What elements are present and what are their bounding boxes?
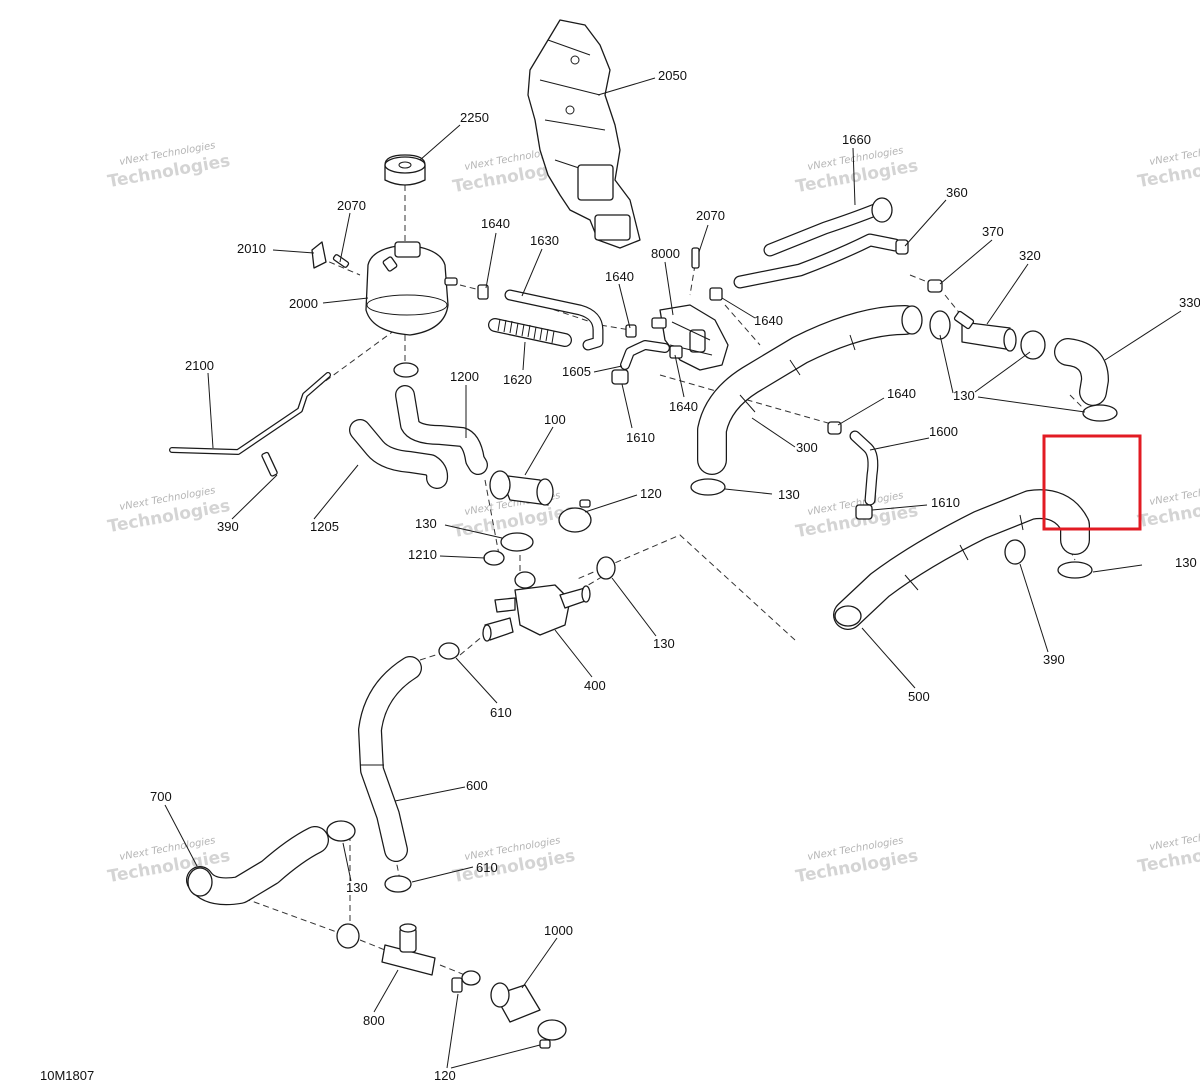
part-1640-nut: [709, 287, 723, 301]
part-2070-bolt: [332, 254, 350, 268]
callout-390: 390: [217, 519, 239, 534]
callout-130: 130: [1175, 555, 1197, 570]
watermark: vNext Technologies Technologies: [451, 835, 577, 887]
part-2010-clip: [311, 241, 327, 269]
watermark: vNext Technologies Technologies: [106, 140, 232, 192]
callout-300: 300: [796, 440, 818, 455]
part-2070-bolt: [691, 247, 700, 269]
callout-1640: 1640: [605, 269, 634, 284]
part-120-clamp: [451, 977, 567, 1049]
callout-1640: 1640: [887, 386, 916, 401]
callout-700: 700: [150, 789, 172, 804]
callout-8000: 8000: [651, 246, 680, 261]
callout-2250: 2250: [460, 110, 489, 125]
part-1610-clamp: [855, 504, 873, 520]
part-2100-rod: [169, 372, 331, 455]
callout-130: 130: [653, 636, 675, 651]
callout-1640: 1640: [481, 216, 510, 231]
callout-610: 610: [490, 705, 512, 720]
callout-800: 800: [363, 1013, 385, 1028]
callout-2000: 2000: [289, 296, 318, 311]
watermark: vNext Technologies Technologies: [794, 145, 920, 197]
callout-610: 610: [476, 860, 498, 875]
callout-labels: 2050 2250 1660 2070 2010 2000 1640 1630 …: [150, 68, 1200, 1083]
part-1640-clamp: [669, 345, 683, 359]
watermark: vNext Technologies Technologies: [106, 485, 232, 537]
assembly-lines: [234, 185, 1086, 976]
part-100-coupling: [489, 470, 554, 506]
callout-1630: 1630: [530, 233, 559, 248]
callout-390: 390: [1043, 652, 1065, 667]
callout-1640: 1640: [669, 399, 698, 414]
part-1610-clamp: [611, 369, 629, 385]
callout-2050: 2050: [658, 68, 687, 83]
callout-1205: 1205: [310, 519, 339, 534]
watermark: vNext Technologies Technologies: [1136, 480, 1200, 532]
part-8000-housing: [651, 304, 729, 371]
part-1640-clamp: [827, 421, 842, 435]
callout-500: 500: [908, 689, 930, 704]
watermark: vNext Technologies Technologies: [1136, 825, 1200, 877]
part-400-housing: [482, 571, 591, 642]
callout-120: 120: [434, 1068, 456, 1083]
callout-1200: 1200: [450, 369, 479, 384]
callout-1660: 1660: [842, 132, 871, 147]
callout-600: 600: [466, 778, 488, 793]
leader-lines: [164, 77, 1182, 1069]
callout-370: 370: [982, 224, 1004, 239]
watermark: vNext Technologies Technologies: [794, 835, 920, 887]
part-2250-cap: [384, 154, 426, 186]
callout-2100: 2100: [185, 358, 214, 373]
callout-1620: 1620: [503, 372, 532, 387]
callout-360: 360: [946, 185, 968, 200]
part-800-tee: [381, 923, 436, 976]
callout-120: 120: [640, 486, 662, 501]
callout-400: 400: [584, 678, 606, 693]
callout-130: 130: [415, 516, 437, 531]
callout-330: 330: [1179, 295, 1200, 310]
part-2050-bracket: [527, 19, 641, 249]
part-2000-reservoir: [365, 241, 458, 336]
callout-1600: 1600: [929, 424, 958, 439]
callout-1000: 1000: [544, 923, 573, 938]
part-1640-clamp: [625, 324, 637, 338]
part-120-clamp: [558, 499, 592, 533]
callout-1640: 1640: [754, 313, 783, 328]
part-130-clamps: [326, 310, 1118, 986]
callout-2070: 2070: [337, 198, 366, 213]
drawing-code: 10M1807: [40, 1068, 94, 1083]
callout-130: 130: [346, 880, 368, 895]
callout-100: 100: [544, 412, 566, 427]
part-390-clip: [261, 451, 278, 477]
part-360-clamp: [895, 239, 909, 255]
watermark: vNext Technologies Technologies: [1136, 140, 1200, 192]
callout-1610: 1610: [626, 430, 655, 445]
callout-1605: 1605: [562, 364, 591, 379]
part-390-clip: [1004, 539, 1026, 565]
callout-1610: 1610: [931, 495, 960, 510]
part-370-nut: [927, 279, 943, 293]
part-320-fitting: [953, 310, 1017, 352]
part-1000-coupling: [490, 982, 541, 1023]
callout-130: 130: [953, 388, 975, 403]
part-1640-clamp: [477, 284, 489, 300]
callout-320: 320: [1019, 248, 1041, 263]
callout-1210: 1210: [408, 547, 437, 562]
callout-2010: 2010: [237, 241, 266, 256]
highlight-box: [1042, 434, 1142, 531]
callout-130: 130: [778, 487, 800, 502]
callout-2070: 2070: [696, 208, 725, 223]
part-1620-sleeve: [488, 318, 572, 347]
